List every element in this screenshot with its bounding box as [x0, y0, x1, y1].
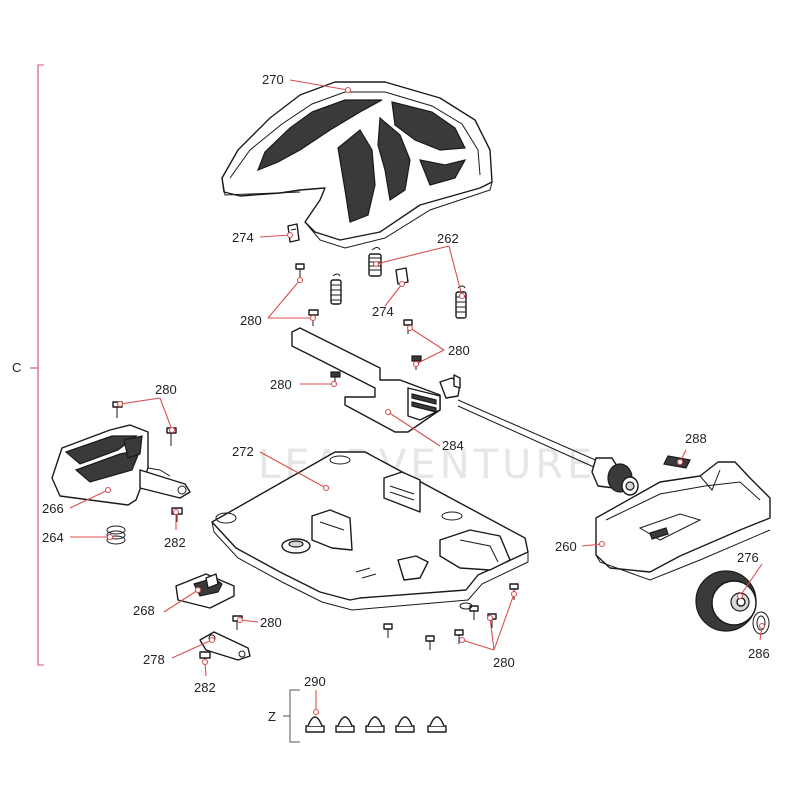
- callout-282-lower: 282: [194, 680, 216, 695]
- leader-lines: [69, 79, 766, 716]
- callout-272: 272: [232, 444, 254, 459]
- callout-266: 266: [42, 501, 64, 516]
- callout-270: 270: [262, 72, 284, 87]
- part-272-base-plate: [211, 451, 529, 611]
- callout-280-switch: 280: [260, 615, 282, 630]
- callout-280-plate: 280: [270, 377, 292, 392]
- callout-288: 288: [685, 431, 707, 446]
- part-284-plate: [291, 327, 461, 433]
- callout-262: 262: [437, 231, 459, 246]
- part-264-spring: [106, 525, 126, 545]
- part-274-clip-right: [395, 267, 409, 285]
- callout-276: 276: [737, 550, 759, 565]
- part-290-bumpers: [305, 716, 447, 733]
- group-label-c: C: [12, 360, 21, 375]
- part-276-gear: [695, 570, 757, 632]
- callout-labels: 270 274 262 274 280 280 280 284 288 280 …: [42, 72, 770, 695]
- group-bracket-c: C: [12, 64, 44, 666]
- part-266-pedal: [51, 424, 191, 506]
- part-262-spring-left: [330, 273, 342, 305]
- callout-282-upper: 282: [164, 535, 186, 550]
- group-label-z: Z: [268, 709, 276, 724]
- part-cable: [457, 399, 639, 496]
- callout-286: 286: [748, 646, 770, 661]
- callout-264: 264: [42, 530, 64, 545]
- callout-260: 260: [555, 539, 577, 554]
- callout-274-mid: 274: [372, 304, 394, 319]
- callout-278: 278: [143, 652, 165, 667]
- callout-280-top-right: 280: [448, 343, 470, 358]
- callout-284: 284: [442, 438, 464, 453]
- part-268-switch: [175, 573, 235, 609]
- callout-280-top-left: 280: [240, 313, 262, 328]
- callout-268: 268: [133, 603, 155, 618]
- group-bracket-z: Z: [268, 689, 300, 743]
- callout-290: 290: [304, 674, 326, 689]
- callout-274-top: 274: [232, 230, 254, 245]
- part-260-housing: [595, 461, 771, 581]
- callout-280-pedal: 280: [155, 382, 177, 397]
- part-270-top-cover: [221, 81, 493, 249]
- callout-280-base: 280: [493, 655, 515, 670]
